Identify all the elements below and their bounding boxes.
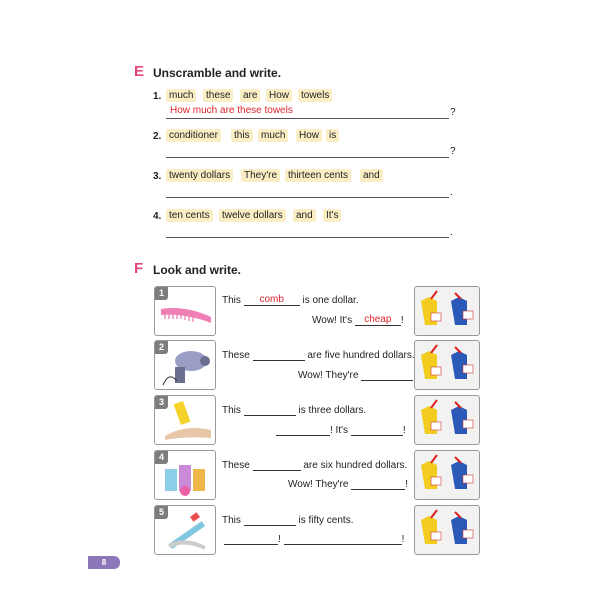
answer-blank[interactable]: [361, 369, 414, 381]
section-e-letter: E: [134, 63, 145, 80]
shirts-price-icon: [421, 454, 474, 489]
scrambled-word: is: [326, 129, 340, 142]
answer-blank[interactable]: [276, 424, 330, 436]
sentence-line-1: This is fifty cents.: [222, 514, 354, 526]
scrambled-word: this: [231, 129, 253, 142]
sentence-line-2: Wow! They're !: [298, 369, 416, 381]
answer-blank[interactable]: [350, 424, 403, 436]
shirts-price-icon: [421, 509, 474, 544]
scrambled-word: They're: [241, 169, 281, 182]
item-number: 1.: [153, 91, 162, 102]
answer-blank[interactable]: [252, 349, 305, 361]
toothbrush-icon: [168, 512, 206, 550]
answer-blank[interactable]: [252, 459, 301, 471]
scrambled-word: these: [203, 89, 234, 102]
shirts-price-icon: [421, 290, 474, 325]
item-badge: 3: [155, 396, 168, 409]
item-picture: 2: [154, 340, 216, 390]
price-shop-picture: [414, 286, 480, 336]
answer-line[interactable]: [166, 157, 449, 158]
item-picture: 5: [154, 505, 216, 555]
price-shop-picture: [414, 340, 480, 390]
item-picture: 1: [154, 286, 216, 336]
item-badge: 1: [155, 287, 168, 300]
item-badge: 4: [155, 451, 168, 464]
answer-blank[interactable]: comb: [243, 294, 300, 306]
item-number: 4.: [153, 211, 162, 222]
scrambled-word: twenty dollars: [166, 169, 234, 182]
section-f-title: Look and write.: [153, 263, 242, 277]
answer-blank[interactable]: [224, 533, 278, 545]
end-punctuation: ?: [450, 107, 456, 118]
scrambled-word: towels: [298, 89, 333, 102]
lotion-tube-icon: [165, 400, 211, 440]
shirts-price-icon: [421, 399, 474, 434]
hair-dryer-icon: [162, 351, 210, 386]
sentence-line-2: ! !: [224, 533, 404, 545]
price-shop-picture: [414, 395, 480, 445]
item-badge: 5: [155, 506, 168, 519]
scrambled-word: are: [240, 89, 261, 102]
sentence-line-1: This comb is one dollar.: [222, 294, 359, 306]
scrambled-word: conditioner: [166, 129, 221, 142]
section-e-title: Unscramble and write.: [153, 66, 282, 80]
section-f-letter: F: [134, 260, 144, 277]
item-picture: 3: [154, 395, 216, 445]
end-punctuation: .: [450, 187, 453, 198]
sentence-line-2: Wow! They're !: [288, 478, 409, 490]
sentence-line-2: ! It's !: [276, 424, 406, 436]
shirts-price-icon: [421, 344, 474, 379]
price-shop-picture: [414, 505, 480, 555]
scrambled-word: much: [258, 129, 289, 142]
page-number: 8: [88, 556, 120, 569]
answer-blank[interactable]: [243, 404, 296, 416]
answer-line[interactable]: [166, 237, 449, 238]
scrambled-word: thirteen cents: [285, 169, 352, 182]
item-number: 2.: [153, 131, 162, 142]
scrambled-word: twelve dollars: [219, 209, 286, 222]
answer-text: How much are these towels: [170, 105, 293, 116]
answer-blank[interactable]: [283, 533, 402, 545]
scrambled-word: and: [360, 169, 383, 182]
price-shop-picture: [414, 450, 480, 500]
pink-comb-icon: [161, 308, 211, 323]
scrambled-word: and: [293, 209, 316, 222]
sentence-line-2: Wow! It's cheap!: [312, 314, 404, 326]
sentence-line-1: These are five hundred dollars.: [222, 349, 415, 361]
sentence-line-1: This is three dollars.: [222, 404, 367, 416]
perfume-bottles-icon: [165, 465, 205, 496]
answer-line[interactable]: [166, 118, 449, 119]
answer-blank[interactable]: [243, 514, 296, 526]
scrambled-word: How: [296, 129, 323, 142]
answer-blank[interactable]: cheap: [354, 314, 401, 326]
scrambled-word: ten cents: [166, 209, 213, 222]
scrambled-word: much: [166, 89, 197, 102]
answer-blank[interactable]: [351, 478, 406, 490]
answer-line[interactable]: [166, 197, 449, 198]
item-badge: 2: [155, 341, 168, 354]
end-punctuation: ?: [450, 146, 456, 157]
scrambled-word: How: [266, 89, 293, 102]
item-number: 3.: [153, 171, 162, 182]
item-picture: 4: [154, 450, 216, 500]
end-punctuation: .: [450, 227, 453, 238]
scrambled-word: It's: [323, 209, 342, 222]
sentence-line-1: These are six hundred dollars.: [222, 459, 408, 471]
